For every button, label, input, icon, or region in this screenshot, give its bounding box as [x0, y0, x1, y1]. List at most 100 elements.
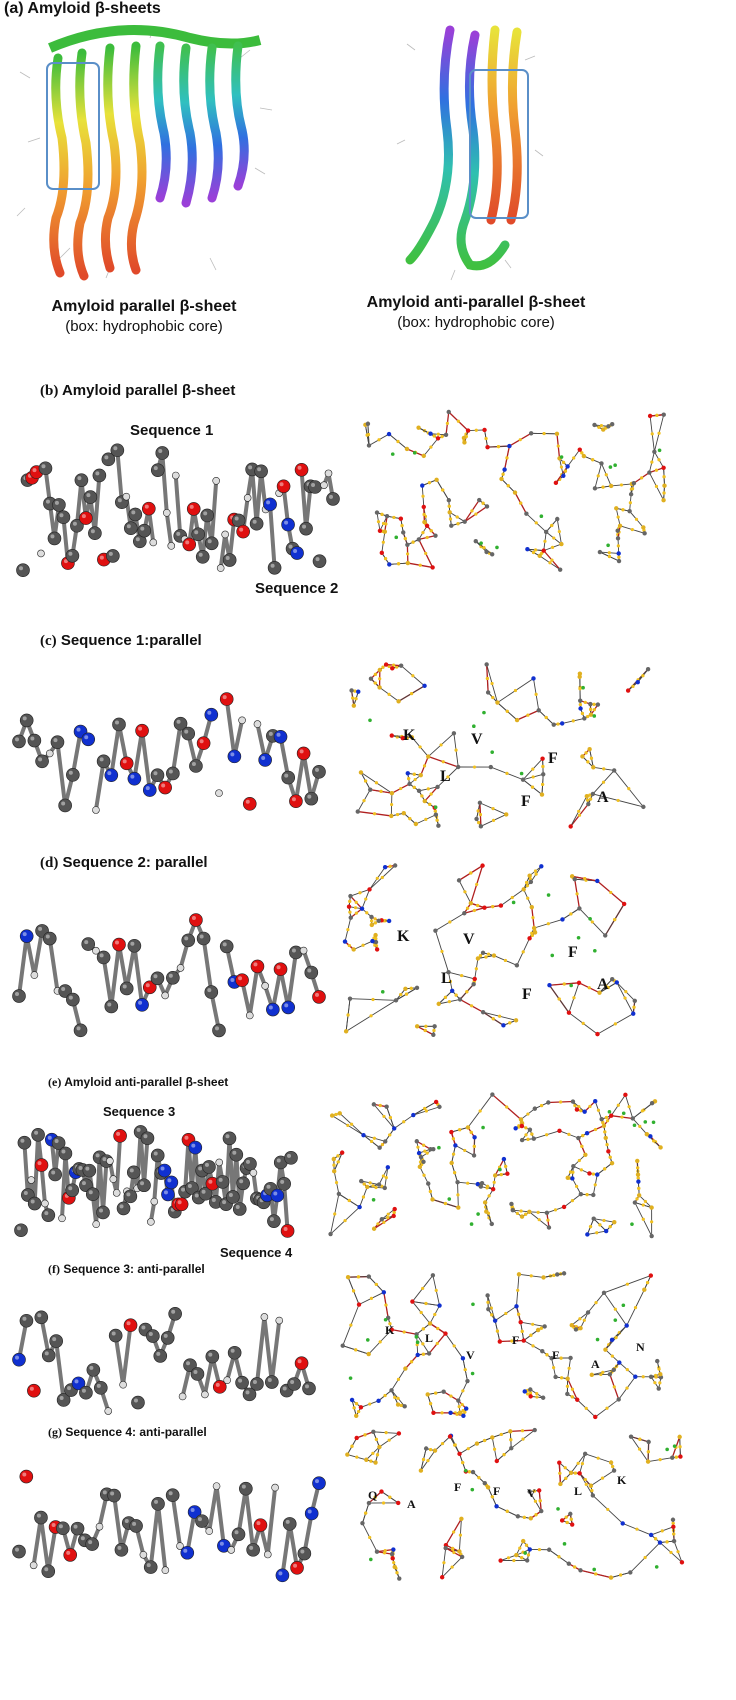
nucleus [421, 1159, 426, 1164]
nucleus [501, 1156, 507, 1162]
atom [215, 1158, 224, 1167]
ring-critical-point [588, 917, 592, 921]
ring-critical-point [665, 1447, 669, 1452]
atom [196, 931, 211, 946]
nucleus [578, 698, 583, 703]
atom [56, 1393, 71, 1407]
atom [131, 1395, 145, 1410]
nucleus [348, 915, 353, 920]
nucleus [557, 567, 563, 572]
nucleus [603, 933, 608, 938]
atom [12, 734, 26, 749]
nucleus [609, 1337, 615, 1343]
nucleus [389, 1327, 394, 1332]
residue-label-Q: Q [368, 1488, 378, 1502]
nucleus [391, 1547, 396, 1552]
qtaim-molecular-graph-d [342, 863, 637, 1037]
nucleus [432, 1024, 437, 1029]
nucleus [557, 1128, 562, 1133]
atom [243, 1157, 257, 1171]
nucleus [331, 1168, 337, 1174]
ring-critical-point [519, 771, 524, 776]
atom [101, 452, 116, 467]
atom [161, 1187, 175, 1202]
nucleus [398, 516, 404, 521]
nucleus [587, 1171, 592, 1176]
nucleus [645, 1459, 651, 1464]
nucleus [514, 1304, 519, 1309]
panel-e-title: (e) Amyloid anti-parallel β-sheet [48, 1075, 229, 1089]
nucleus [383, 662, 389, 667]
nucleus [410, 1299, 415, 1304]
atom [19, 929, 34, 943]
nucleus [662, 483, 667, 488]
atom [150, 971, 165, 986]
nucleus [633, 1374, 638, 1379]
atom [205, 1349, 220, 1364]
ring-critical-point [643, 1120, 648, 1124]
nucleus [570, 1099, 576, 1104]
nucleus [479, 1180, 485, 1186]
atom [219, 939, 234, 954]
nucleus [478, 1184, 484, 1189]
nucleus [614, 506, 619, 511]
atom [215, 1175, 230, 1189]
nucleus [490, 1435, 495, 1440]
nucleus [549, 1356, 554, 1361]
nucleus [459, 1516, 464, 1521]
nucleus [504, 812, 509, 817]
nucleus [570, 1176, 575, 1181]
ring-critical-point [472, 724, 476, 729]
atom [63, 1548, 78, 1562]
atom [215, 789, 223, 797]
nucleus [560, 917, 565, 922]
atom [19, 1313, 34, 1328]
atom [150, 1197, 159, 1206]
nucleus [426, 1351, 432, 1356]
antiparallel-sheet-caption: Amyloid anti-parallel β-sheet [366, 294, 586, 311]
atom [296, 746, 311, 761]
sequence-2-label: Sequence 2 [255, 580, 339, 597]
atom [73, 1023, 88, 1038]
nucleus [386, 918, 392, 924]
nucleus [559, 541, 564, 547]
nucleus [366, 1351, 371, 1357]
nucleus [377, 1145, 382, 1150]
ring-critical-point [495, 545, 499, 550]
nucleus [414, 1024, 420, 1029]
nucleus [405, 560, 411, 566]
nucleus [631, 1011, 636, 1016]
nucleus [609, 1113, 614, 1118]
atom [312, 554, 327, 568]
ring-critical-point [595, 1337, 600, 1342]
nucleus [527, 1489, 532, 1494]
nucleus [422, 798, 427, 804]
atom [128, 507, 143, 522]
atom [150, 1148, 165, 1163]
atom [158, 780, 172, 795]
nucleus [601, 427, 606, 432]
nucleus [593, 1414, 598, 1420]
residue-label-K: K [403, 727, 416, 744]
nucleus [392, 1206, 397, 1212]
residue-label-A: A [591, 1357, 600, 1371]
nucleus [607, 1372, 613, 1377]
nucleus [478, 824, 484, 829]
atom [142, 980, 157, 995]
nucleus [561, 1271, 567, 1276]
nucleus [528, 879, 534, 885]
nucleus [601, 1123, 607, 1128]
ring-critical-point [607, 1110, 612, 1114]
nucleus [356, 689, 361, 694]
nucleus [584, 794, 590, 799]
nucleus [569, 1322, 574, 1328]
nucleus [364, 1457, 369, 1462]
nucleus [647, 470, 652, 475]
ring-critical-point [371, 1197, 376, 1202]
nucleus [527, 936, 532, 941]
residue-label-V: V [527, 1486, 536, 1500]
atom [242, 797, 257, 811]
nucleus [532, 930, 538, 935]
nucleus [464, 1406, 469, 1411]
nucleus [577, 671, 583, 676]
